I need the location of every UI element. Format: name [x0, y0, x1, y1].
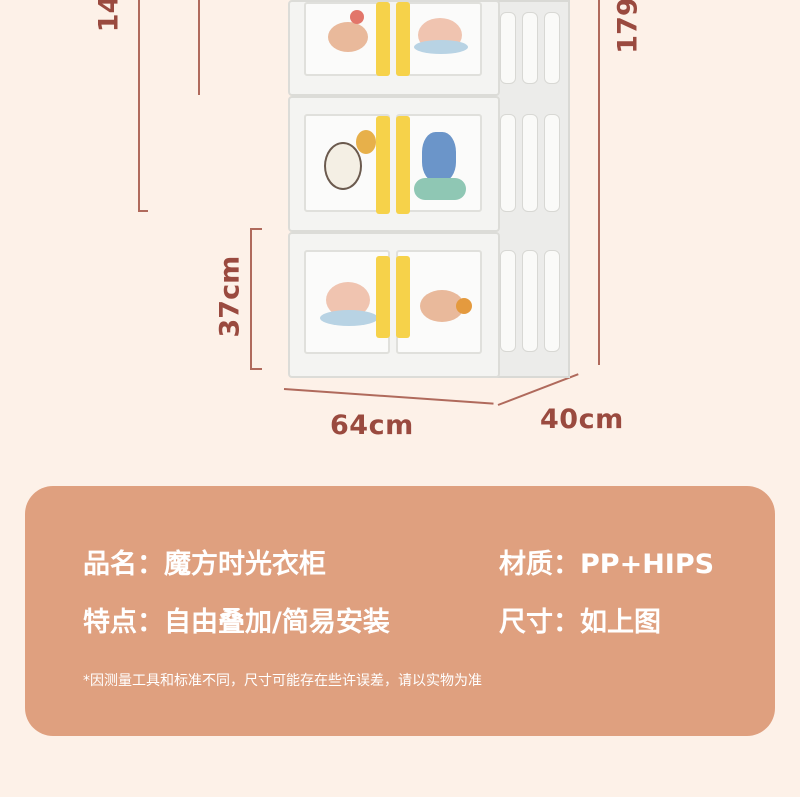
height-label-partial-left: 14	[93, 0, 125, 33]
bow-illustration	[350, 10, 364, 24]
left-tall-tick	[138, 210, 148, 212]
handle-right	[396, 2, 410, 76]
width-line	[283, 388, 494, 405]
side-rib	[522, 114, 538, 212]
handle-right	[396, 256, 410, 338]
side-rib	[500, 12, 516, 84]
door-right	[396, 2, 482, 76]
right-height-line	[598, 0, 600, 365]
left-tall-line	[138, 0, 140, 212]
depth-label: 40cm	[540, 404, 624, 435]
left-height-line	[198, 0, 200, 95]
side-rib	[544, 12, 560, 84]
side-rib	[544, 114, 560, 212]
cabinet-side	[488, 0, 570, 378]
door-left	[304, 114, 390, 212]
cabinet-box-middle	[288, 96, 500, 232]
box-height-tick-top	[250, 228, 262, 230]
side-rib	[500, 114, 516, 212]
side-rib	[522, 250, 538, 352]
product-material: 材质：PP+HIPS	[499, 549, 715, 580]
box-height-line	[250, 228, 252, 370]
handle-left	[376, 256, 390, 338]
product-name: 品名：魔方时光衣柜	[83, 549, 326, 580]
side-rib	[544, 250, 560, 352]
cabinet-box-top	[288, 0, 500, 96]
handle-right	[396, 116, 410, 214]
scooter-illustration	[414, 178, 466, 200]
cabinet-illustration	[288, 0, 570, 385]
handle-left	[376, 2, 390, 76]
width-label: 64cm	[330, 410, 414, 441]
side-rib	[500, 250, 516, 352]
product-features: 特点：自由叠加/简易安装	[83, 607, 390, 638]
cabinet-box-bottom	[288, 232, 500, 378]
box-height-tick-bottom	[250, 368, 262, 370]
bear-illustration	[422, 132, 456, 182]
box-height-label: 37cm	[214, 255, 246, 338]
cloud-illustration	[414, 40, 468, 54]
product-info-card: 品名：魔方时光衣柜 材质：PP+HIPS 特点：自由叠加/简易安装 尺寸：如上图…	[25, 486, 775, 736]
dog-illustration	[324, 142, 362, 190]
balloon-illustration	[356, 130, 376, 154]
orange-illustration	[456, 298, 472, 314]
height-label-partial-right: 179	[612, 0, 644, 54]
product-size: 尺寸：如上图	[499, 607, 661, 638]
pig-illustration	[328, 22, 368, 52]
side-rib	[522, 12, 538, 84]
measurement-note: *因测量工具和标准不同，尺寸可能存在些许误差，请以实物为准	[83, 673, 482, 689]
door-left	[304, 2, 390, 76]
door-right	[396, 114, 482, 212]
cloud-illustration	[320, 310, 378, 326]
handle-left	[376, 116, 390, 214]
